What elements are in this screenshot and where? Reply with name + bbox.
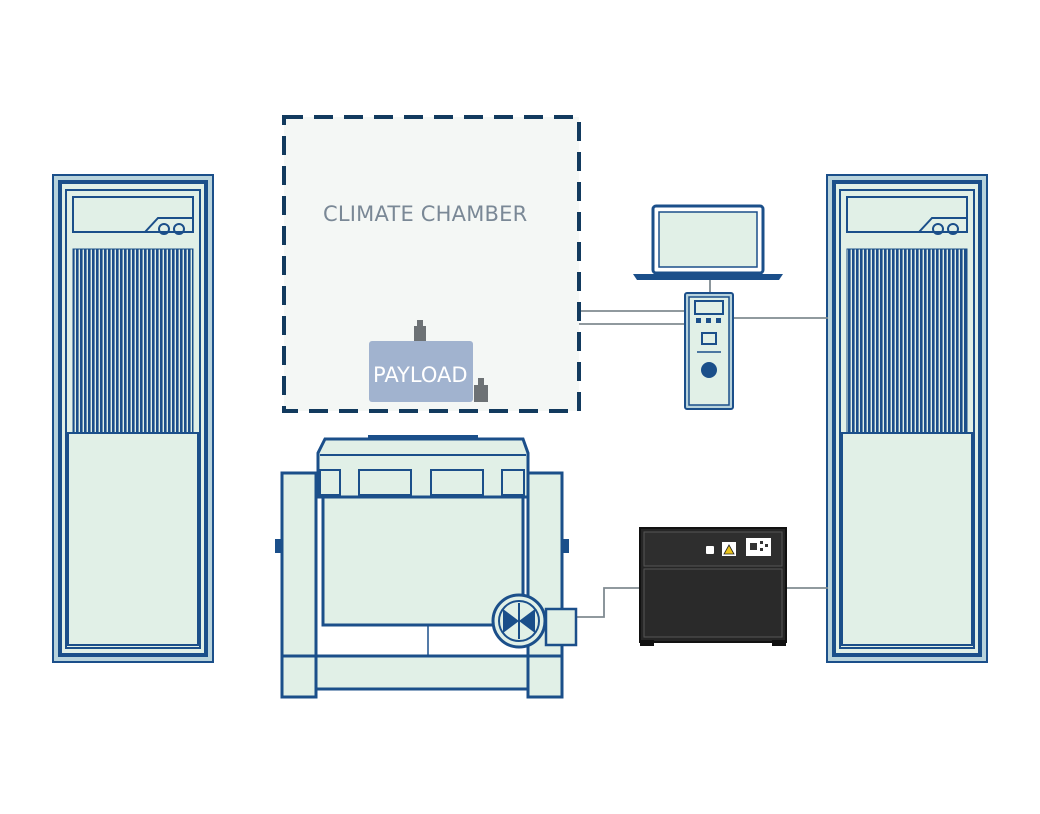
laptop-icon — [633, 204, 783, 280]
cabinet-display-panel — [846, 196, 968, 233]
vibration-controller — [684, 292, 734, 410]
payload-connector — [414, 326, 426, 341]
payload: PAYLOAD — [369, 320, 488, 402]
controller-display — [694, 300, 724, 315]
payload-label: PAYLOAD — [373, 363, 468, 387]
controller-knob-icon — [701, 362, 717, 378]
power-amplifier — [639, 527, 787, 646]
fan-icon — [491, 593, 547, 649]
cabinet-knob-icon — [158, 223, 170, 235]
shaker-table — [275, 435, 578, 699]
accelerometer-sensor — [474, 385, 488, 402]
right-power-cabinet — [826, 174, 988, 663]
cable-shaker-to-amplifier — [576, 587, 642, 618]
cabinet-knob-icon — [173, 223, 185, 235]
warning-icon — [722, 542, 736, 556]
cabinet-vent-grille — [72, 248, 194, 434]
left-power-cabinet — [52, 174, 214, 663]
payload-box — [369, 341, 473, 402]
cabinet-vent-grille — [846, 248, 968, 434]
amplifier-connector-panel — [746, 538, 771, 556]
climate-chamber-label: CLIMATE CHAMBER — [323, 202, 527, 226]
cabinet-knob-icon — [932, 223, 944, 235]
cabinet-knob-icon — [947, 223, 959, 235]
amplifier-power-switch — [706, 546, 714, 554]
cabinet-display-panel — [72, 196, 194, 233]
